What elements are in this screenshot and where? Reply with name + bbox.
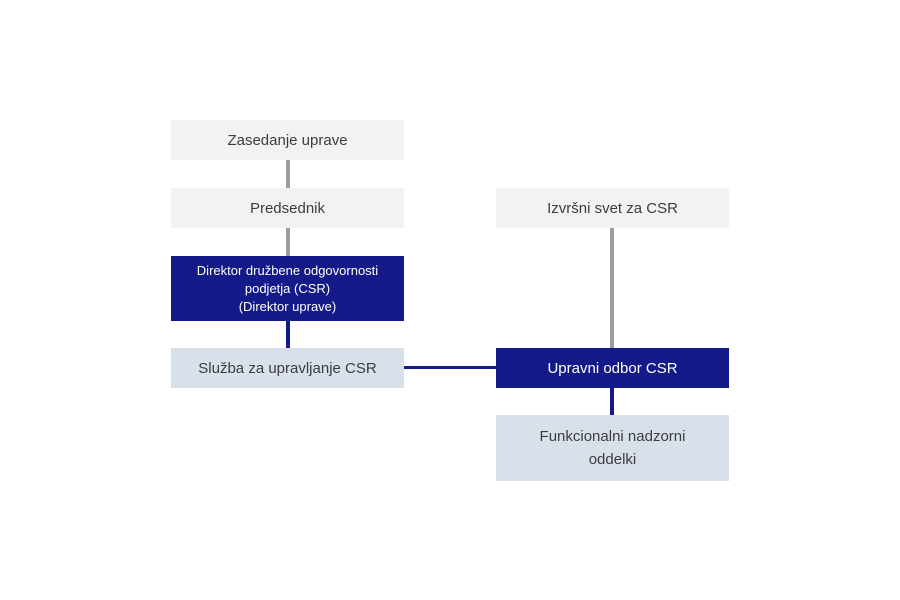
- board-meeting-label: Zasedanje uprave: [227, 131, 348, 149]
- connector-committee-to-departments: [610, 388, 614, 415]
- president-box: Predsednik: [171, 188, 404, 228]
- president-label: Predsednik: [249, 199, 326, 217]
- csr-steering-committee-box: Upravni odbor CSR: [496, 348, 729, 388]
- functional-supervisory-departments-label: Funkcionalni nadzorni oddelki: [539, 428, 686, 468]
- board-meeting-box: Zasedanje uprave: [171, 120, 404, 160]
- connector-president-to-director: [286, 228, 290, 256]
- csr-director-label: Direktor družbene odgovornosti podjetja …: [196, 262, 379, 314]
- functional-supervisory-departments-box: Funkcionalni nadzorni oddelki: [496, 415, 729, 481]
- connector-council-to-committee: [610, 228, 614, 348]
- csr-executive-council-box: Izvršni svet za CSR: [496, 188, 729, 228]
- csr-executive-council-label: Izvršni svet za CSR: [547, 199, 678, 217]
- connector-board-to-president: [286, 160, 290, 188]
- connector-director-to-service: [286, 321, 290, 348]
- connector-service-to-committee: [404, 366, 496, 369]
- csr-management-service-label: Služba za upravljanje CSR: [198, 359, 377, 377]
- csr-director-box: Direktor družbene odgovornosti podjetja …: [171, 256, 404, 321]
- csr-steering-committee-label: Upravni odbor CSR: [547, 359, 678, 377]
- csr-management-service-box: Služba za upravljanje CSR: [171, 348, 404, 388]
